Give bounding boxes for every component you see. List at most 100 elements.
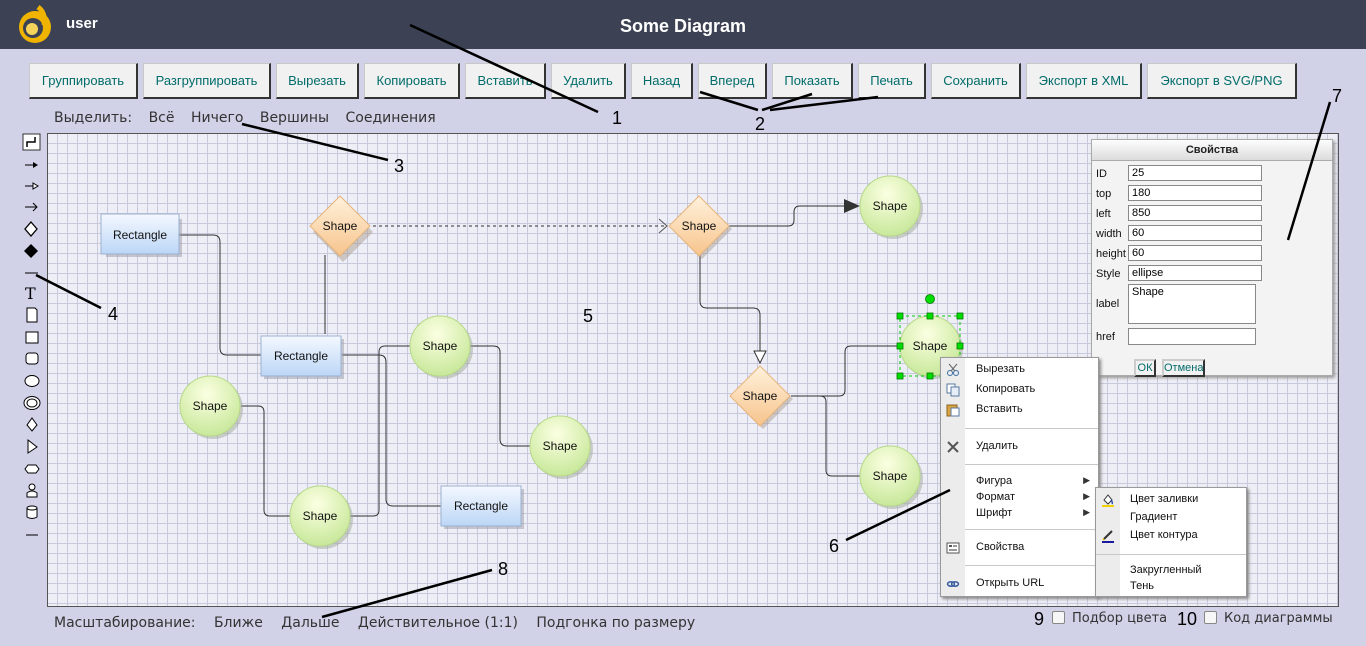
- zoom-out-link[interactable]: Дальше: [281, 615, 340, 631]
- submenu-item-gradient[interactable]: Градиент: [1096, 510, 1246, 526]
- cancel-button[interactable]: Отмена: [1162, 359, 1205, 377]
- zoom-actual-link[interactable]: Действительное (1:1): [357, 615, 518, 631]
- export-svg-png-button[interactable]: Экспорт в SVG/PNG: [1147, 63, 1297, 99]
- edge[interactable]: [791, 395, 861, 477]
- back-button[interactable]: Назад: [631, 63, 693, 99]
- node-rectangle[interactable]: Rectangle: [100, 213, 182, 257]
- menu-item-shape[interactable]: Фигура ▶: [941, 474, 1098, 490]
- style-field[interactable]: [1128, 265, 1262, 281]
- node-diamond[interactable]: Shape: [309, 195, 373, 262]
- connector-tool-icon[interactable]: [22, 133, 42, 151]
- zoom-fit-link[interactable]: Подгонка по размеру: [536, 615, 696, 631]
- triangle-tool-icon[interactable]: [22, 437, 42, 455]
- menu-item-format[interactable]: Формат ▶: [941, 490, 1098, 506]
- node-rectangle[interactable]: Rectangle: [260, 335, 344, 379]
- arrow-filled-icon[interactable]: [22, 156, 42, 174]
- user-name[interactable]: user: [66, 15, 98, 32]
- diagram-canvas[interactable]: Rectangle Rectangle Rectangle Shape: [47, 133, 1339, 607]
- node-ellipse[interactable]: Shape: [529, 415, 593, 479]
- paste-button[interactable]: Вставить: [465, 63, 546, 99]
- diamond-outline-icon[interactable]: [22, 220, 42, 238]
- node-ellipse[interactable]: Shape: [409, 315, 473, 379]
- menu-item-open-url[interactable]: Открыть URL: [941, 576, 1098, 592]
- copy-button[interactable]: Копировать: [364, 63, 460, 99]
- node-diamond[interactable]: Shape: [729, 365, 793, 429]
- rhombus-tool-icon[interactable]: [22, 415, 42, 433]
- edge[interactable]: [729, 205, 854, 227]
- forward-button[interactable]: Вперед: [698, 63, 767, 99]
- select-none-link[interactable]: Ничего: [190, 110, 244, 126]
- node-ellipse[interactable]: Shape: [859, 445, 923, 509]
- node-ellipse[interactable]: Shape: [859, 175, 923, 239]
- save-button[interactable]: Сохранить: [931, 63, 1021, 99]
- delete-button[interactable]: Удалить: [551, 63, 626, 99]
- submenu-item-fill-color[interactable]: Цвет заливки: [1096, 492, 1246, 508]
- diamond-filled-icon[interactable]: [22, 242, 42, 260]
- rounded-rectangle-tool-icon[interactable]: [22, 349, 42, 367]
- edge[interactable]: [791, 345, 901, 397]
- select-all-link[interactable]: Всё: [148, 110, 175, 126]
- left-field[interactable]: [1128, 205, 1262, 221]
- menu-item-label: Удалить: [976, 440, 1018, 452]
- cylinder-tool-icon[interactable]: [22, 503, 42, 521]
- top-field[interactable]: [1128, 185, 1262, 201]
- menu-item-properties[interactable]: Свойства: [941, 540, 1098, 556]
- submenu-item-stroke-color[interactable]: Цвет контура: [1096, 528, 1246, 544]
- double-ellipse-tool-icon[interactable]: [22, 393, 42, 411]
- cut-button[interactable]: Вырезать: [276, 63, 359, 99]
- show-button[interactable]: Показать: [772, 63, 853, 99]
- arrow-open-icon[interactable]: [22, 177, 42, 195]
- menu-separator: [965, 428, 1098, 429]
- text-tool-icon[interactable]: T: [22, 284, 42, 302]
- node-ellipse[interactable]: Shape: [289, 485, 353, 549]
- annotation-2: 2: [755, 114, 766, 134]
- diagram-code-checkbox[interactable]: [1204, 611, 1217, 624]
- edge[interactable]: [699, 255, 761, 352]
- id-field[interactable]: [1128, 165, 1262, 181]
- actor-tool-icon[interactable]: [22, 481, 42, 499]
- submenu-item-rounded[interactable]: Закругленный: [1096, 563, 1246, 579]
- horizontal-line-tool-icon[interactable]: [22, 525, 42, 543]
- rectangle-tool-icon[interactable]: [22, 328, 42, 346]
- node-label: Shape: [743, 389, 778, 403]
- arrow-simple-icon[interactable]: [22, 198, 42, 216]
- menu-item-copy[interactable]: Копировать: [941, 382, 1098, 398]
- ungroup-button[interactable]: Разгруппировать: [143, 63, 271, 99]
- menu-item-delete[interactable]: Удалить: [941, 439, 1098, 455]
- page-icon[interactable]: [22, 306, 42, 324]
- menu-item-font[interactable]: Шрифт ▶: [941, 506, 1098, 522]
- edge[interactable]: [169, 234, 261, 356]
- edge[interactable]: [470, 345, 530, 447]
- edge[interactable]: [342, 354, 441, 507]
- menu-separator: [965, 464, 1098, 465]
- color-picker-checkbox[interactable]: [1052, 611, 1065, 624]
- hexagon-tool-icon[interactable]: [22, 459, 42, 477]
- line-icon[interactable]: [22, 263, 42, 281]
- ellipse-tool-icon[interactable]: [22, 371, 42, 389]
- menu-item-cut[interactable]: Вырезать: [941, 362, 1098, 378]
- height-field[interactable]: [1128, 245, 1262, 261]
- href-field[interactable]: [1128, 328, 1256, 345]
- node-ellipse[interactable]: Shape: [179, 375, 243, 439]
- group-button[interactable]: Группировать: [29, 63, 138, 99]
- ok-button[interactable]: ОК: [1134, 359, 1156, 377]
- submenu-item-shadow[interactable]: Тень: [1096, 579, 1246, 595]
- export-xml-button[interactable]: Экспорт в XML: [1026, 63, 1142, 99]
- node-rectangle[interactable]: Rectangle: [440, 485, 524, 529]
- context-menu: Вырезать Копировать Вставить Удалить Фиг…: [940, 357, 1099, 597]
- width-field[interactable]: [1128, 225, 1262, 241]
- width-label: width: [1096, 228, 1122, 240]
- menu-item-label: Вставить: [976, 403, 1023, 415]
- print-button[interactable]: Печать: [858, 63, 926, 99]
- tool-palette: T: [22, 133, 44, 543]
- node-diamond[interactable]: Shape: [668, 195, 732, 259]
- zoom-in-link[interactable]: Ближе: [213, 615, 263, 631]
- select-vertices-link[interactable]: Вершины: [259, 110, 330, 126]
- edge[interactable]: [350, 345, 410, 517]
- edge[interactable]: [658, 218, 668, 234]
- menu-item-paste[interactable]: Вставить: [941, 402, 1098, 418]
- menu-item-label: Копировать: [976, 383, 1036, 395]
- edge[interactable]: [241, 405, 290, 517]
- label-field[interactable]: Shape: [1128, 284, 1256, 324]
- select-edges-link[interactable]: Соединения: [345, 110, 436, 126]
